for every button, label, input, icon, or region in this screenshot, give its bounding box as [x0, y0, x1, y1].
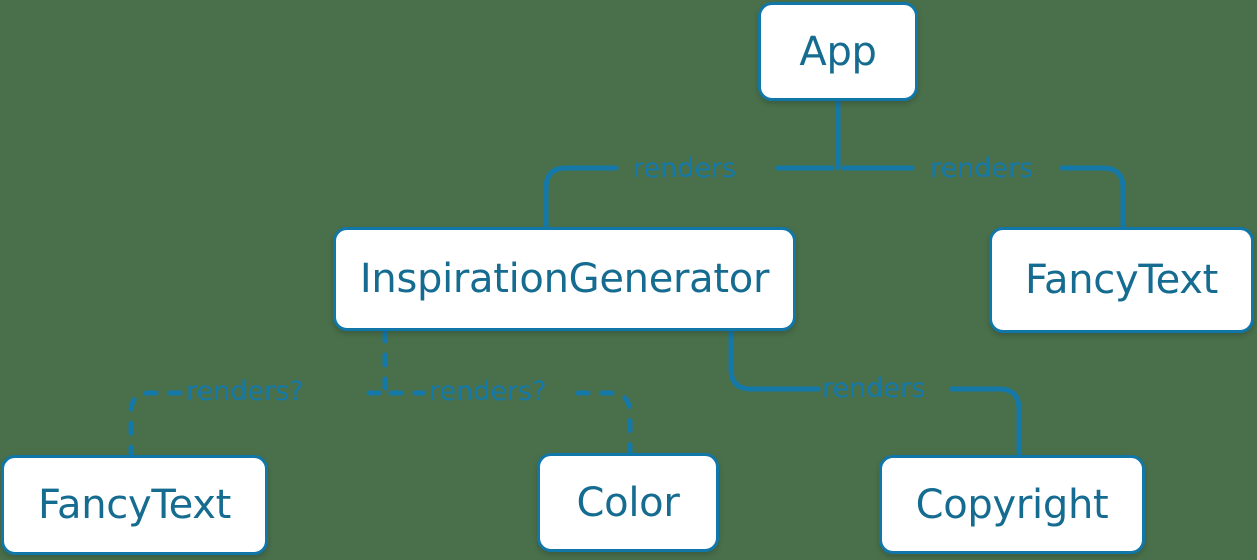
- edge-inspirationgenerator-to-color-dashed: [388, 390, 633, 456]
- edge-inspirationgenerator-to-fancytext-dashed: [128, 390, 382, 458]
- node-inspirationgenerator[interactable]: InspirationGenerator: [333, 227, 796, 331]
- node-app-label: App: [799, 28, 877, 75]
- node-color[interactable]: Color: [537, 453, 719, 552]
- edge-label-app-to-inspirationgenerator: renders: [633, 153, 737, 184]
- node-fancytext-right[interactable]: FancyText: [989, 227, 1254, 333]
- node-color-label: Color: [576, 479, 680, 526]
- edge-app-to-inspirationgenerator: [543, 165, 835, 230]
- edge-label-inspirationgenerator-to-fancytext: renders?: [186, 376, 304, 407]
- node-copyright[interactable]: Copyright: [879, 455, 1145, 554]
- edge-app-to-fancytext: [841, 165, 1126, 230]
- edge-label-app-to-fancytext: renders: [930, 153, 1034, 184]
- edge-label-inspirationgenerator-to-copyright: renders: [822, 373, 926, 404]
- edge-label-inspirationgenerator-to-color: renders?: [429, 376, 547, 407]
- node-copyright-label: Copyright: [915, 481, 1109, 528]
- node-app[interactable]: App: [758, 2, 918, 101]
- edge-inspirationgenerator-to-copyright: [728, 328, 1022, 458]
- node-fancytext-bottom-label: FancyText: [37, 482, 232, 528]
- node-inspirationgenerator-label: InspirationGenerator: [359, 256, 770, 302]
- node-fancytext-right-label: FancyText: [1024, 257, 1219, 303]
- node-fancytext-bottom[interactable]: FancyText: [1, 455, 268, 555]
